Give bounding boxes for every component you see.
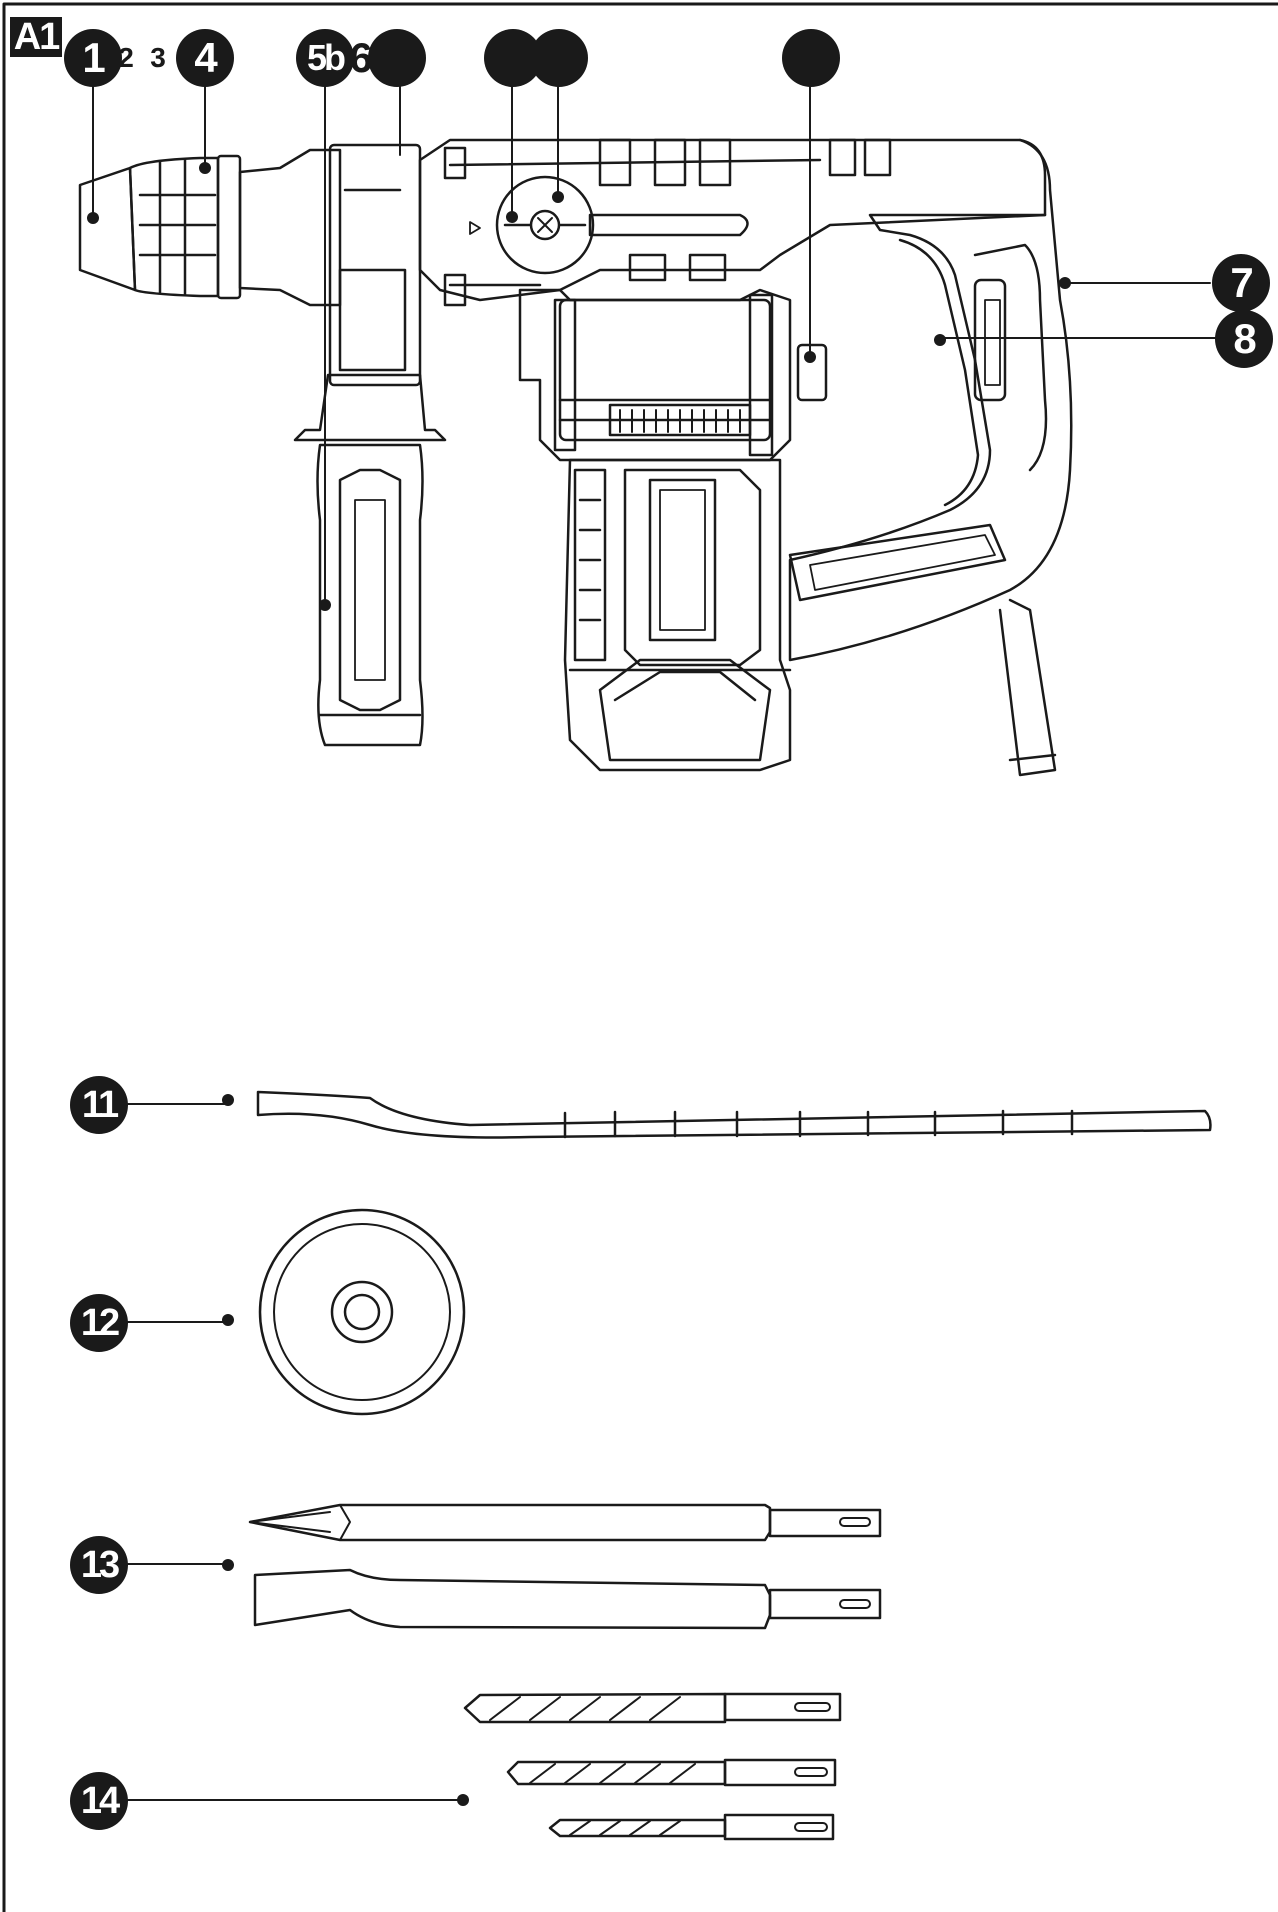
callout-2: 2 [118,42,134,73]
flat-chisel [253,1568,882,1630]
callout-10 [782,29,840,87]
collar [328,143,422,387]
leader-lines [77,59,1216,1801]
drill-bit-large [463,1692,842,1724]
callout-7: 7 [1212,254,1270,312]
dust-collector-cup [258,1208,466,1416]
depth-gauge-rod [256,1090,1212,1139]
callout-8: 8 [1215,310,1273,368]
point-chisel [248,1503,882,1542]
drill-bit-medium [506,1758,837,1787]
depth-lock [796,343,828,402]
callout-13: 13 [70,1536,128,1594]
locking-ring [216,154,242,300]
rear-handle [788,138,1073,662]
leader-dots [87,162,1071,1806]
figure-tag: A1 [10,17,62,57]
callout-6a [368,29,426,87]
callout-6: 6 [349,34,372,81]
callout-3: 3 [150,42,166,73]
callout-5b: 5b [296,29,354,87]
callout-14: 14 [70,1772,128,1830]
callout-12: 12 [70,1294,128,1352]
motor-housing [563,458,792,772]
side-handle [293,373,447,442]
callout-1: 1 [64,29,122,87]
drill-body [78,138,1073,777]
drill-bit-small [548,1813,835,1841]
mode-selector-dial [495,175,595,275]
callout-9b [530,29,588,87]
chuck-sleeve [128,156,220,298]
chuck-nose [78,166,137,292]
callout-11: 11 [70,1076,128,1134]
callout-4: 4 [176,29,234,87]
